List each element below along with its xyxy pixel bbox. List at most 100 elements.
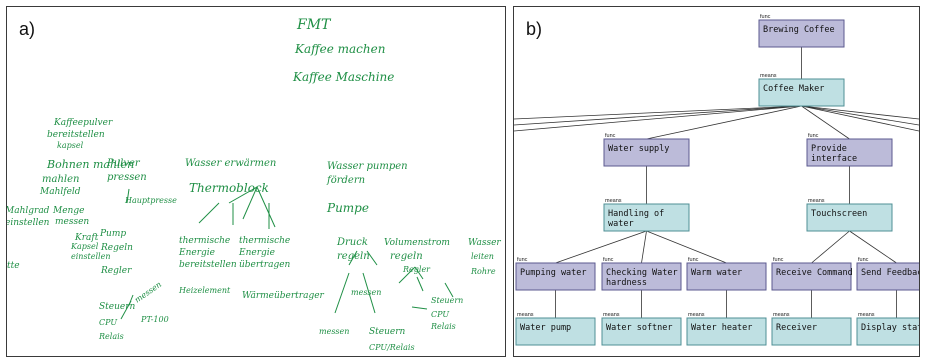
sketch-connector bbox=[120, 300, 132, 320]
node-label: Coffee Maker bbox=[763, 84, 824, 94]
handwritten-note: Steuern bbox=[369, 327, 406, 337]
handwritten-note: Regler bbox=[100, 266, 132, 276]
handwritten-note: mahlen bbox=[42, 174, 79, 185]
handwritten-note: Energie bbox=[238, 248, 275, 258]
node-tag: func bbox=[603, 257, 614, 263]
handwritten-note: regeln bbox=[390, 251, 423, 262]
handwritten-note: Volumenstrom bbox=[384, 238, 450, 248]
sketch-connector bbox=[366, 250, 378, 266]
node-tag: means bbox=[808, 198, 825, 204]
panel-b-label: b) bbox=[526, 19, 543, 39]
handwritten-note: Kraft bbox=[74, 233, 99, 243]
node-tag: means bbox=[605, 198, 622, 204]
sketch-connector bbox=[362, 272, 376, 314]
handwritten-note: einstellen bbox=[71, 252, 111, 261]
handwritten-note: Druck bbox=[336, 237, 368, 248]
handwritten-note: CPU bbox=[431, 310, 449, 319]
handwritten-note: messen bbox=[133, 280, 163, 305]
handwritten-note: Wasser erwärmen bbox=[185, 158, 276, 169]
node-label: Water pump bbox=[520, 323, 571, 333]
node-box bbox=[758, 19, 845, 48]
node-label: Receiver bbox=[776, 323, 817, 333]
node-tag: func bbox=[605, 133, 616, 139]
tree-edge bbox=[646, 105, 802, 140]
node-label: water bbox=[608, 219, 634, 229]
handwritten-note: Mahlfeld bbox=[39, 187, 81, 197]
node-box bbox=[601, 262, 682, 291]
node-tag: func bbox=[760, 14, 771, 20]
handwritten-note: leiten bbox=[471, 252, 494, 261]
node-box bbox=[806, 138, 893, 167]
node-label: Warm water bbox=[691, 268, 742, 278]
handwritten-note: messen bbox=[319, 327, 349, 336]
node-tag: means bbox=[858, 312, 875, 318]
handwritten-note: CPU bbox=[99, 318, 117, 327]
handwritten-note: Hauptpresse bbox=[124, 196, 177, 205]
node-label: hardness bbox=[606, 278, 647, 288]
handwritten-note: einstellen bbox=[7, 218, 50, 228]
handwritten-note: Heizelement bbox=[178, 286, 231, 295]
handwritten-note: PT-100 bbox=[140, 315, 169, 324]
handwritten-note: pressen bbox=[107, 172, 147, 183]
sketch-connector bbox=[398, 266, 416, 284]
sketch-connector bbox=[228, 186, 258, 204]
handwritten-note: Steuern bbox=[431, 296, 463, 305]
node-tag: func bbox=[858, 257, 869, 263]
node-label: Handling of bbox=[608, 209, 664, 219]
handwritten-note: kapsel bbox=[57, 141, 84, 150]
handwritten-note: FMT bbox=[296, 17, 332, 33]
handwritten-note: Relais bbox=[98, 332, 124, 341]
handwritten-note: Kaffee Maschine bbox=[292, 70, 394, 84]
handwritten-note: messen bbox=[351, 288, 381, 297]
node-label: Touchscreen bbox=[811, 209, 867, 219]
handwritten-note: übertragen bbox=[239, 260, 291, 270]
node-tag: func bbox=[808, 133, 819, 139]
node-box bbox=[856, 262, 919, 291]
handwritten-note: Kapsel bbox=[70, 242, 99, 251]
tree-edge bbox=[646, 230, 727, 264]
handwritten-note: Kaffee machen bbox=[294, 42, 385, 56]
node-box bbox=[771, 317, 852, 346]
node-box bbox=[856, 317, 919, 346]
tree-edge-offscreen bbox=[801, 105, 919, 126]
tree-edge bbox=[555, 230, 647, 264]
tree-edge-offscreen bbox=[801, 105, 919, 132]
node-box bbox=[515, 317, 596, 346]
handwritten-note: CPU/Relais bbox=[369, 343, 415, 352]
node-tag: func bbox=[688, 257, 699, 263]
node-label: Pumping water bbox=[520, 268, 587, 278]
node-box bbox=[603, 138, 690, 167]
node-label: Water supply bbox=[608, 144, 669, 154]
handwritten-note: tte bbox=[7, 261, 20, 271]
tree-edge bbox=[811, 230, 850, 264]
node-tag: means bbox=[760, 73, 777, 79]
handwritten-note: Menge bbox=[52, 206, 84, 216]
node-label: Checking Water bbox=[606, 268, 678, 278]
node-label: Display status bbox=[861, 323, 919, 333]
node-box bbox=[603, 203, 690, 232]
node-label: Water heater bbox=[691, 323, 752, 333]
handwritten-note: thermische bbox=[239, 236, 290, 246]
sketch-connector bbox=[242, 186, 258, 220]
sketch-connector bbox=[348, 250, 358, 266]
node-label: Send Feedback bbox=[861, 268, 919, 278]
handwritten-note: thermische bbox=[179, 236, 230, 246]
node-box bbox=[758, 78, 845, 107]
node-tag: func bbox=[517, 257, 528, 263]
panel-a-label: a) bbox=[19, 19, 36, 39]
handwritten-note: bereitstellen bbox=[179, 260, 237, 270]
handwritten-note: Pulver bbox=[106, 158, 141, 169]
